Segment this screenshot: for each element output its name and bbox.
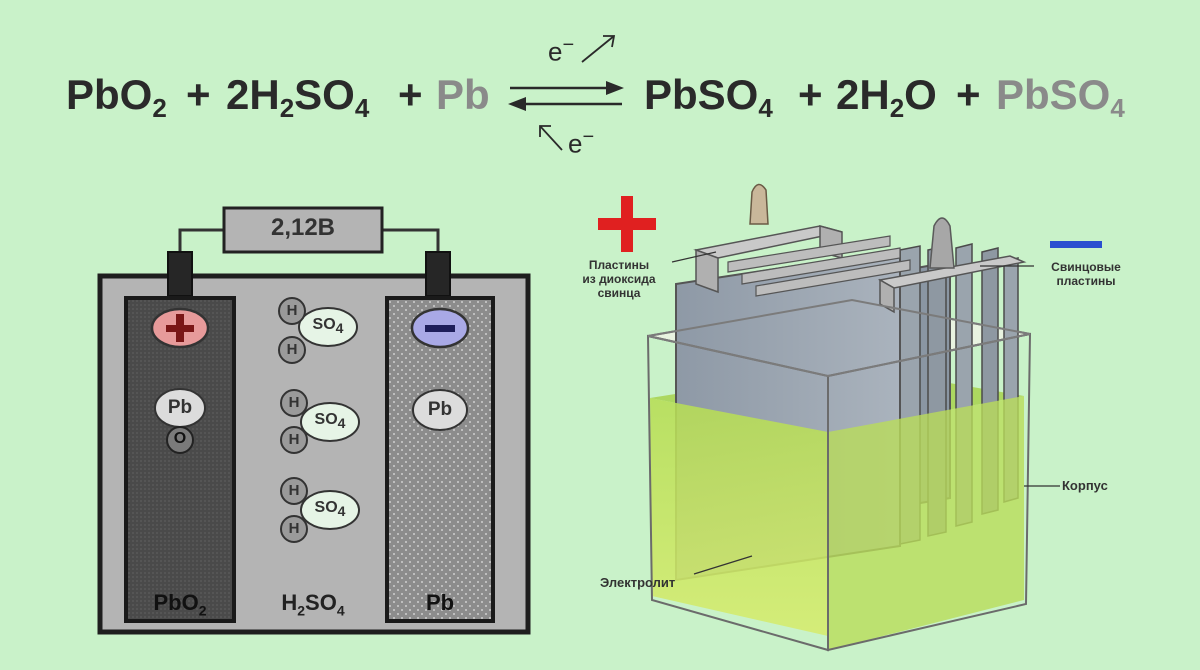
terminal-positive	[167, 251, 193, 297]
h2so4-molecule	[280, 477, 360, 543]
o-atom-label: O	[173, 430, 187, 447]
leader-lines	[671, 251, 1060, 575]
equation-reactant-pbo2: PbO2	[66, 71, 167, 123]
positive-plate-label: PbO2	[153, 590, 207, 619]
pb-atom-positive-label: Pb	[167, 397, 193, 418]
equilibrium-arrows	[508, 81, 624, 111]
equation-product-pbso4: PbSO4	[644, 71, 773, 123]
h2so4-molecule	[280, 389, 360, 454]
negative-sign-big	[1050, 241, 1102, 248]
equation-reactant-pb: Pb	[436, 71, 490, 118]
negative-plate	[385, 296, 495, 623]
equation-plus-3: +	[798, 71, 823, 118]
wire-positive	[178, 228, 226, 258]
pb-atom-negative	[412, 389, 468, 431]
o-atom	[166, 426, 194, 454]
terminal-post-positive	[749, 183, 769, 225]
h-atom-label: H	[288, 431, 300, 448]
equation-plus-2: +	[398, 71, 423, 118]
equation-plus-4: +	[956, 71, 981, 118]
label-positive-plates: Пластины из диоксида свинца	[582, 258, 656, 300]
electron-out-label: e−	[548, 34, 575, 67]
h-atom-label: H	[288, 482, 300, 499]
h2so4-molecule	[278, 297, 358, 364]
voltmeter-box	[222, 206, 384, 254]
h-atom-label: H	[286, 341, 298, 358]
equation-plus-1: +	[186, 71, 211, 118]
electrolyte-label: H2SO4	[281, 590, 345, 619]
voltmeter-reading: 2,12В	[270, 214, 336, 241]
terminal-post-negative	[929, 217, 955, 269]
so4-label: SO4	[314, 411, 346, 432]
h-atom-label: H	[288, 520, 300, 537]
h-atom-label: H	[286, 302, 298, 319]
cell-schematic	[97, 206, 531, 635]
label-negative-plates: Свинцовые пластины	[1051, 260, 1121, 288]
positive-sign-big	[598, 196, 656, 252]
terminal-negative	[425, 251, 451, 297]
wire-negative	[380, 228, 440, 258]
equation-reactant-h2so4: 2H2SO4	[226, 71, 370, 123]
electron-flow-arrows	[539, 35, 616, 151]
so4-label: SO4	[314, 499, 346, 520]
label-electrolyte: Электролит	[600, 575, 676, 590]
electron-in-label: e−	[568, 126, 595, 159]
positive-plate	[124, 296, 236, 623]
negative-plate-label: Pb	[425, 590, 455, 615]
pb-atom-negative-label: Pb	[427, 399, 453, 420]
equation-product-h2o: 2H2O	[836, 71, 937, 123]
equation-product-pbso4-gray: PbSO4	[996, 71, 1125, 123]
battery-cutaway	[646, 183, 1032, 652]
h-atom-label: H	[288, 394, 300, 411]
label-case: Корпус	[1062, 478, 1108, 493]
so4-label: SO4	[312, 316, 344, 337]
